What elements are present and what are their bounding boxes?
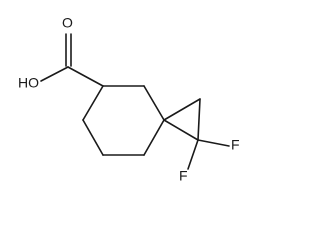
bond-cyclopropane-3 (163, 119, 199, 141)
bond-cyclopropane-1 (163, 98, 201, 121)
atom-label-fluorine-bottom: F (179, 168, 188, 184)
molecule-svg: O HO F F (18, 15, 240, 184)
atom-label-oxygen: O (62, 15, 73, 31)
bond-ring-3 (143, 119, 165, 156)
bond-c-oh (40, 66, 69, 82)
molecule-diagram: O HO F F (18, 14, 240, 184)
bond-carboxyl-ring (67, 66, 104, 87)
bond-ring-6 (82, 85, 104, 121)
bond-cyclopropane-2 (197, 98, 201, 141)
bond-ring-5 (82, 119, 104, 156)
atom-label-fluorine-right: F (231, 137, 240, 153)
atom-label-hydroxyl: HO (18, 75, 39, 91)
bond-c-f-down (187, 139, 199, 170)
bond-ring-2 (143, 85, 165, 121)
bond-c-f-right (197, 139, 230, 147)
